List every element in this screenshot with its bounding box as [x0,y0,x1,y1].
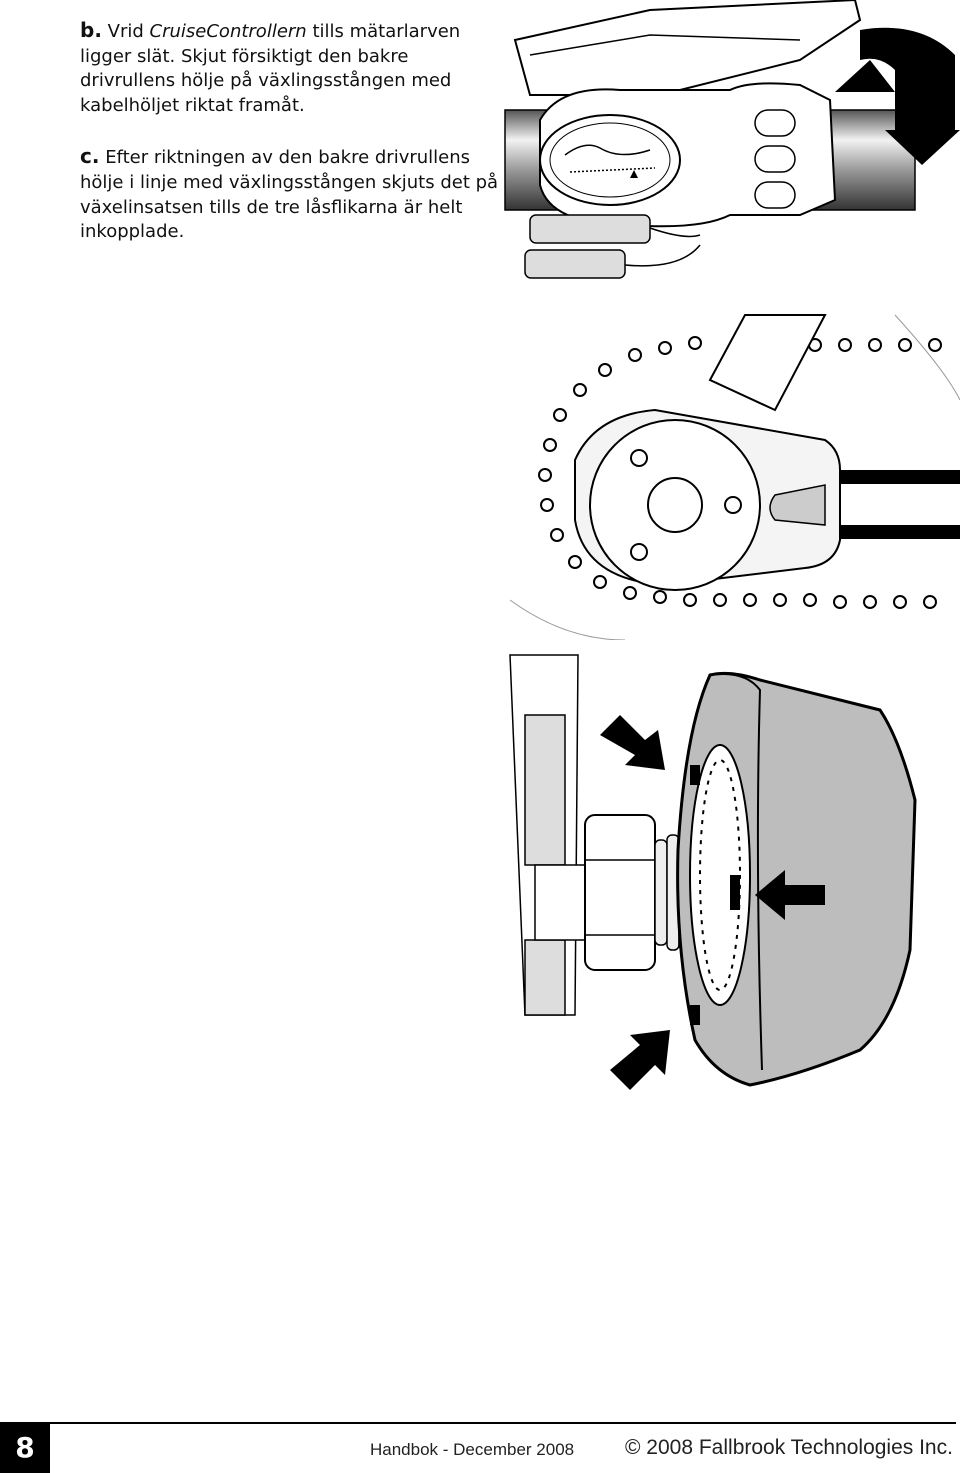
footer-copyright: © 2008 Fallbrook Technologies Inc. [625,1436,953,1459]
step-b-prefix: Vrid [107,21,150,42]
interface-lock-tabs-illustration [509,654,917,1090]
page-number: 8 [0,1422,50,1473]
step-b-label: b. [80,18,102,42]
step-b-product: CruiseControllern [149,21,307,42]
instruction-steps: b. Vrid CruiseControllern tills mätarlar… [80,18,500,245]
step-c-label: c. [80,144,100,169]
step-b: b. Vrid CruiseControllern tills mätarlar… [80,18,500,118]
footer-rule [0,1422,956,1424]
shifter-illustration [504,0,960,279]
step-c: c. Efter riktningen av den bakre drivrul… [80,144,500,244]
step-b-text: tills mätarlarven ligger slät. Skjut för… [80,21,461,116]
hub-chain-illustration [509,314,960,640]
footer-handbook: Handbok - December 2008 [370,1440,575,1459]
step-c-text: Efter riktningen av den bakre drivrullen… [80,147,499,243]
